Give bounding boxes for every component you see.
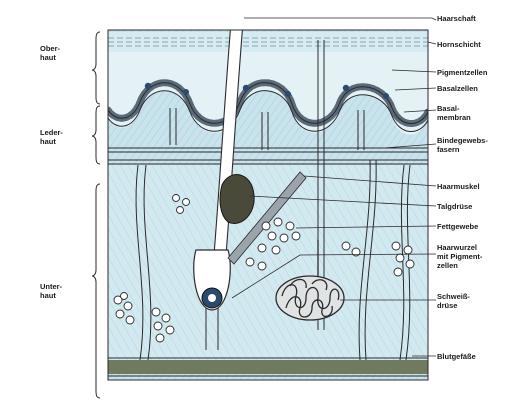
label-text: Haarmuskel: [437, 182, 480, 191]
label-text: Haarschaft: [437, 14, 476, 23]
layer-label-unterhaut: Unter- haut: [40, 282, 62, 300]
label-haarmuskel: Haarmuskel: [437, 182, 480, 191]
layer-text: Leder- haut: [40, 128, 63, 146]
bottom-band: [108, 360, 428, 374]
label-basalmembran: Basal- membran: [437, 104, 471, 122]
label-text: Pigmentzellen: [437, 68, 487, 77]
label-hornschicht: Hornschicht: [437, 40, 481, 49]
label-haarwurzel: Haarwurzel mit Pigment- zellen: [437, 243, 482, 270]
label-text: Haarwurzel mit Pigment- zellen: [437, 243, 482, 270]
label-schweissdruese: Schweiß- drüse: [437, 292, 470, 310]
label-fettgewebe: Fettgewebe: [437, 222, 478, 231]
label-text: Fettgewebe: [437, 222, 478, 231]
label-text: Bindegewebs- fasern: [437, 136, 488, 154]
hypodermis-area: [108, 165, 428, 365]
label-bindegewebsfasern: Bindegewebs- fasern: [437, 136, 488, 154]
layer-label-oberhaut: Ober- haut: [40, 44, 60, 62]
label-text: Hornschicht: [437, 40, 481, 49]
layer-braces: [92, 32, 100, 398]
layer-text: Ober- haut: [40, 44, 60, 62]
label-pigmentzellen: Pigmentzellen: [437, 68, 487, 77]
label-haarschaft: Haarschaft: [437, 14, 476, 23]
label-text: Schweiß- drüse: [437, 292, 470, 310]
layer-label-lederhaut: Leder- haut: [40, 128, 63, 146]
label-text: Basalzellen: [437, 84, 478, 93]
label-text: Talgdrüse: [437, 202, 472, 211]
label-talgdruese: Talgdrüse: [437, 202, 472, 211]
label-basalzellen: Basalzellen: [437, 84, 478, 93]
label-text: Basal- membran: [437, 104, 471, 122]
label-text: Blutgefäße: [437, 352, 476, 361]
label-blutgefaesse: Blutgefäße: [437, 352, 476, 361]
layer-text: Unter- haut: [40, 282, 62, 300]
